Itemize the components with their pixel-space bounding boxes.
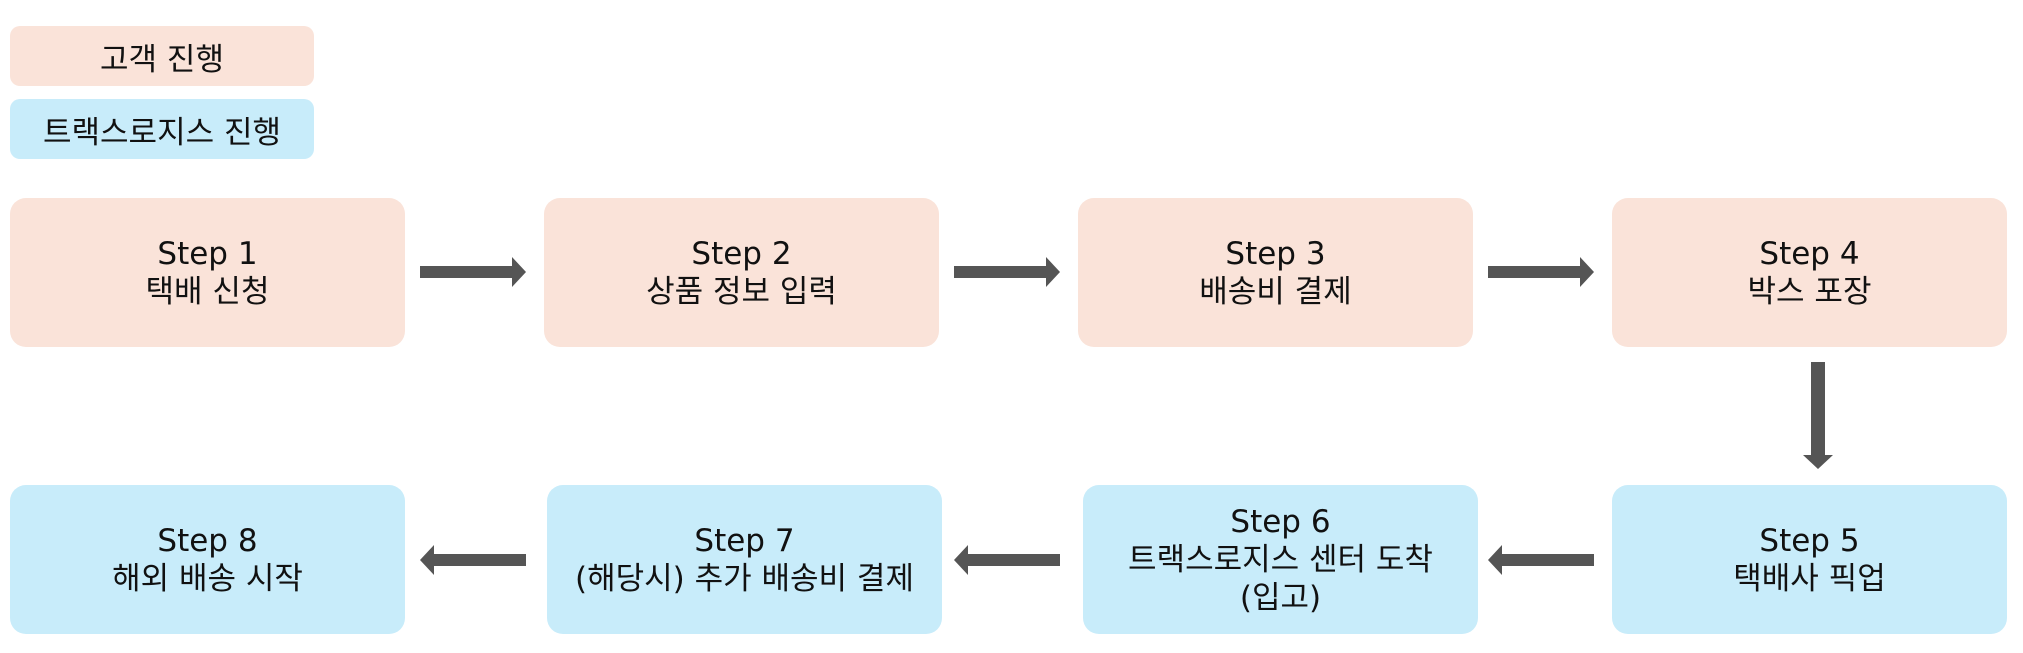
arrow-right-2-3 (954, 257, 1060, 287)
arrow-left-5-6 (1488, 545, 1594, 575)
step-6-label: 트랙스로지스 센터 도착 (1128, 541, 1433, 578)
legend-trax: 트랙스로지스 진행 (10, 99, 314, 159)
legend-trax-label: 트랙스로지스 진행 (42, 114, 281, 151)
step-5-box: Step 5 택배사 픽업 (1612, 485, 2007, 634)
step-1-title: Step 1 (157, 235, 258, 272)
step-6-label-2: (입고) (1239, 579, 1322, 616)
step-2-box: Step 2 상품 정보 입력 (544, 198, 939, 347)
step-8-title: Step 8 (157, 522, 258, 559)
step-7-box: Step 7 (해당시) 추가 배송비 결제 (547, 485, 942, 634)
arrow-left-6-7 (954, 545, 1060, 575)
step-1-box: Step 1 택배 신청 (10, 198, 405, 347)
step-4-title: Step 4 (1759, 235, 1860, 272)
legend-customer: 고객 진행 (10, 26, 314, 86)
step-4-box: Step 4 박스 포장 (1612, 198, 2007, 347)
arrow-down-4-5 (1803, 362, 1833, 469)
step-3-label: 배송비 결제 (1199, 273, 1352, 310)
step-3-title: Step 3 (1225, 235, 1326, 272)
arrow-left-7-8 (420, 545, 526, 575)
step-7-title: Step 7 (694, 522, 795, 559)
step-6-box: Step 6 트랙스로지스 센터 도착 (입고) (1083, 485, 1478, 634)
step-1-label: 택배 신청 (145, 273, 270, 310)
step-7-label: (해당시) 추가 배송비 결제 (575, 560, 914, 597)
step-8-box: Step 8 해외 배송 시작 (10, 485, 405, 634)
step-2-label: 상품 정보 입력 (646, 273, 837, 310)
step-8-label: 해외 배송 시작 (112, 560, 303, 597)
arrow-right-3-4 (1488, 257, 1594, 287)
arrow-right-1-2 (420, 257, 526, 287)
step-5-label: 택배사 픽업 (1733, 560, 1886, 597)
legend-customer-label: 고객 진행 (100, 41, 224, 78)
step-3-box: Step 3 배송비 결제 (1078, 198, 1473, 347)
step-2-title: Step 2 (691, 235, 792, 272)
step-5-title: Step 5 (1759, 522, 1860, 559)
step-4-label: 박스 포장 (1747, 273, 1872, 310)
step-6-title: Step 6 (1230, 503, 1331, 540)
